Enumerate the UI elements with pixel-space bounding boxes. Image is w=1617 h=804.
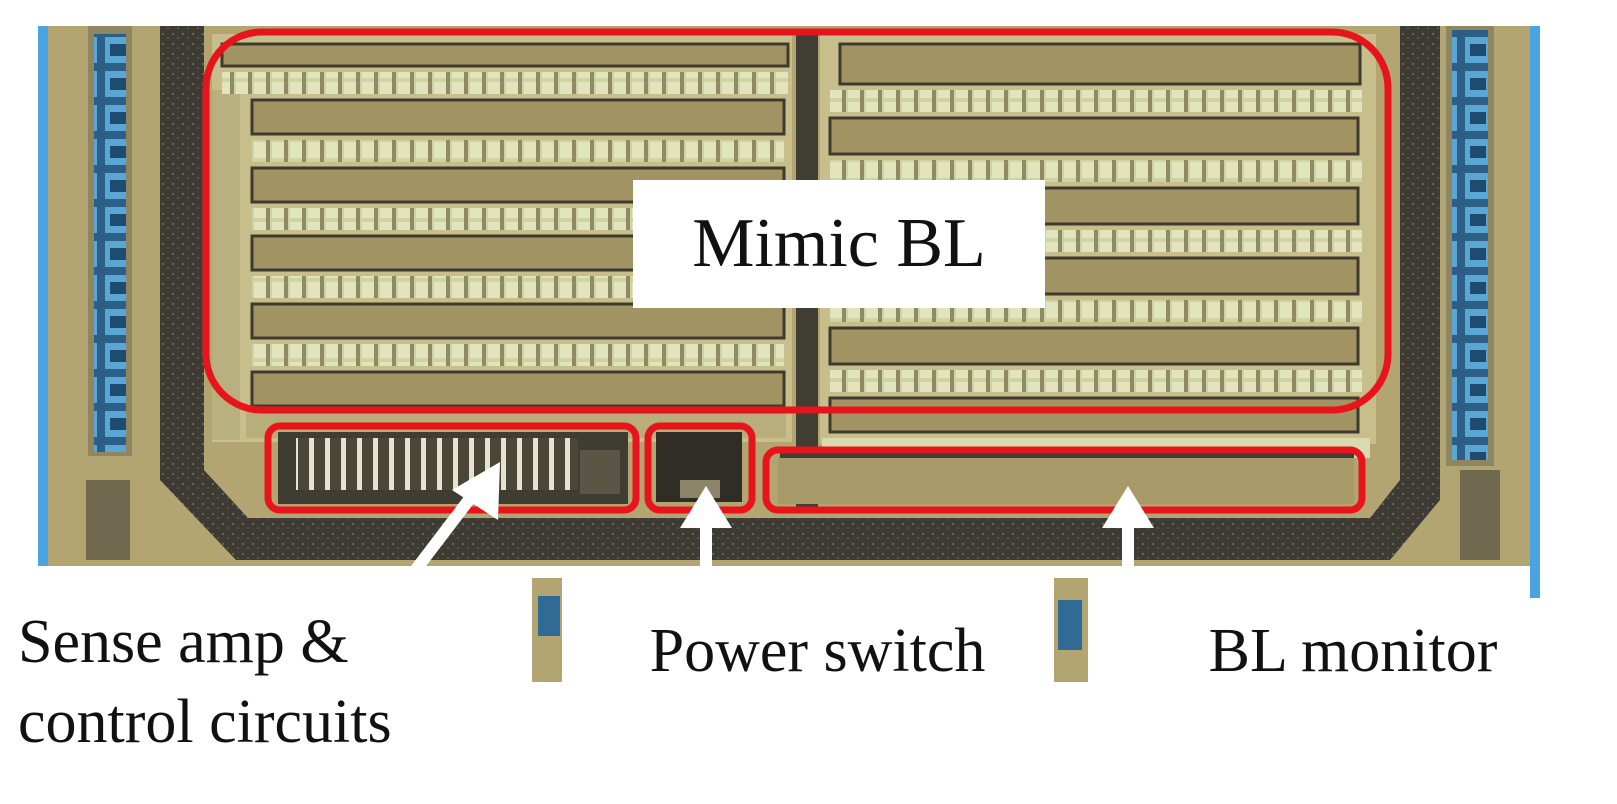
mimic-bl-outline [202, 28, 1392, 414]
mimic-bl-label: Mimic BL [633, 180, 1045, 308]
power-switch-pad [680, 480, 720, 498]
sense-amp-control [580, 450, 620, 494]
lower-strip-right-pad [1058, 600, 1082, 650]
right-edge [1530, 26, 1540, 686]
bl-monitor-outline [762, 446, 1366, 514]
left-lower-block [86, 480, 130, 560]
sense-amp-arrow [409, 462, 500, 576]
left-pad-column [94, 34, 126, 452]
bl-monitor-rail [780, 450, 1354, 458]
power-switch-arrow [680, 486, 732, 570]
sense-amp-label-line1: Sense amp & [18, 608, 349, 676]
bl-monitor-arrow [1102, 486, 1154, 570]
bl-monitor-label: BL monitor [1128, 598, 1578, 706]
sense-amp-label: Sense amp & control circuits [18, 608, 392, 768]
left-edge [38, 26, 48, 566]
right-lower-block [1460, 470, 1500, 560]
lower-strip-left-pad [538, 596, 560, 636]
power-switch-label: Power switch [583, 598, 1052, 706]
sense-amp-comb [296, 438, 578, 490]
sense-amp-outline [264, 422, 640, 514]
sense-amp-label-line2: control circuits [18, 688, 392, 756]
right-pad-column [1452, 30, 1488, 460]
bl-monitor-block [778, 458, 1354, 504]
